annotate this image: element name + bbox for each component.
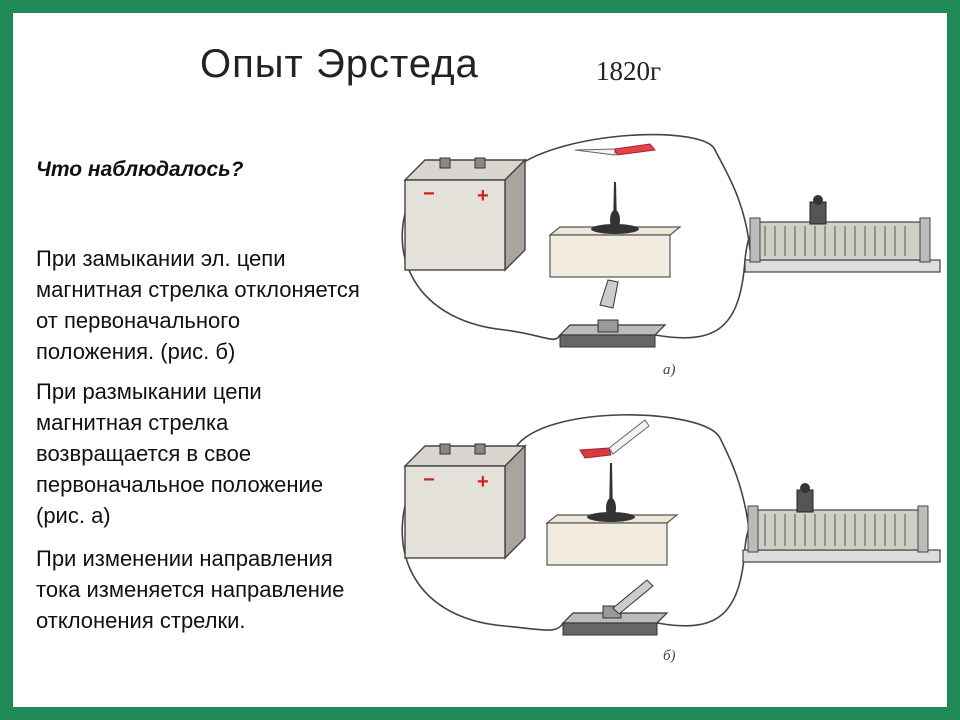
magnetic-needle xyxy=(574,143,656,156)
paragraph-line: При размыкании цепи xyxy=(36,379,262,404)
wire-top xyxy=(514,414,751,539)
paragraph-line: При замыкании эл. цепи xyxy=(36,246,286,271)
slide-title: Опыт Эрстеда xyxy=(200,42,479,86)
wire-left xyxy=(401,477,564,631)
paragraph-line: положения. (рис. б) xyxy=(36,339,236,364)
paragraph-line: отклонения стрелки. xyxy=(36,608,246,633)
switch xyxy=(558,279,667,348)
paragraph-line: (рис. а) xyxy=(36,503,111,528)
circuit-diagram-a: − + xyxy=(401,133,941,348)
paragraph-current-direction: При изменении направления тока изменяетс… xyxy=(36,543,396,636)
paragraph-closing-circuit: При замыкании эл. цепи магнитная стрелка… xyxy=(36,243,396,367)
slide-year: 1820г xyxy=(596,56,662,86)
figure-a-label: а) xyxy=(663,362,676,378)
compass-stand xyxy=(548,143,682,278)
figure-a-open-circuit: − + xyxy=(385,130,947,392)
compass-stand xyxy=(545,419,679,566)
paragraph-line: от первоначального xyxy=(36,308,241,333)
paragraph-line: При изменении направления xyxy=(36,546,333,571)
battery: − + xyxy=(403,157,527,272)
battery-plus-label: + xyxy=(477,185,489,207)
battery-plus-label: + xyxy=(477,471,489,493)
rheostat xyxy=(742,483,941,563)
switch xyxy=(561,579,669,636)
circuit-diagram-b: − + xyxy=(401,414,941,636)
battery-minus-label: − xyxy=(423,469,435,491)
paragraph-line: первоначальное положение xyxy=(36,472,324,497)
figure-b-closed-circuit: − + xyxy=(385,408,947,680)
rheostat xyxy=(744,195,941,273)
paragraph-opening-circuit: При размыкании цепи магнитная стрелка во… xyxy=(36,376,396,531)
paragraph-line: тока изменяется направление xyxy=(36,577,345,602)
figure-b-label: б) xyxy=(663,648,676,664)
paragraph-line: магнитная стрелка отклоняется xyxy=(36,277,360,302)
wire-left xyxy=(401,189,561,341)
battery: − + xyxy=(403,443,527,560)
paragraph-line: возвращается в свое xyxy=(36,441,252,466)
magnetic-needle xyxy=(579,419,650,459)
paragraph-line: магнитная стрелка xyxy=(36,410,229,435)
wire-top xyxy=(514,133,751,251)
battery-minus-label: − xyxy=(423,183,435,205)
question-heading: Что наблюдалось? xyxy=(36,158,244,181)
